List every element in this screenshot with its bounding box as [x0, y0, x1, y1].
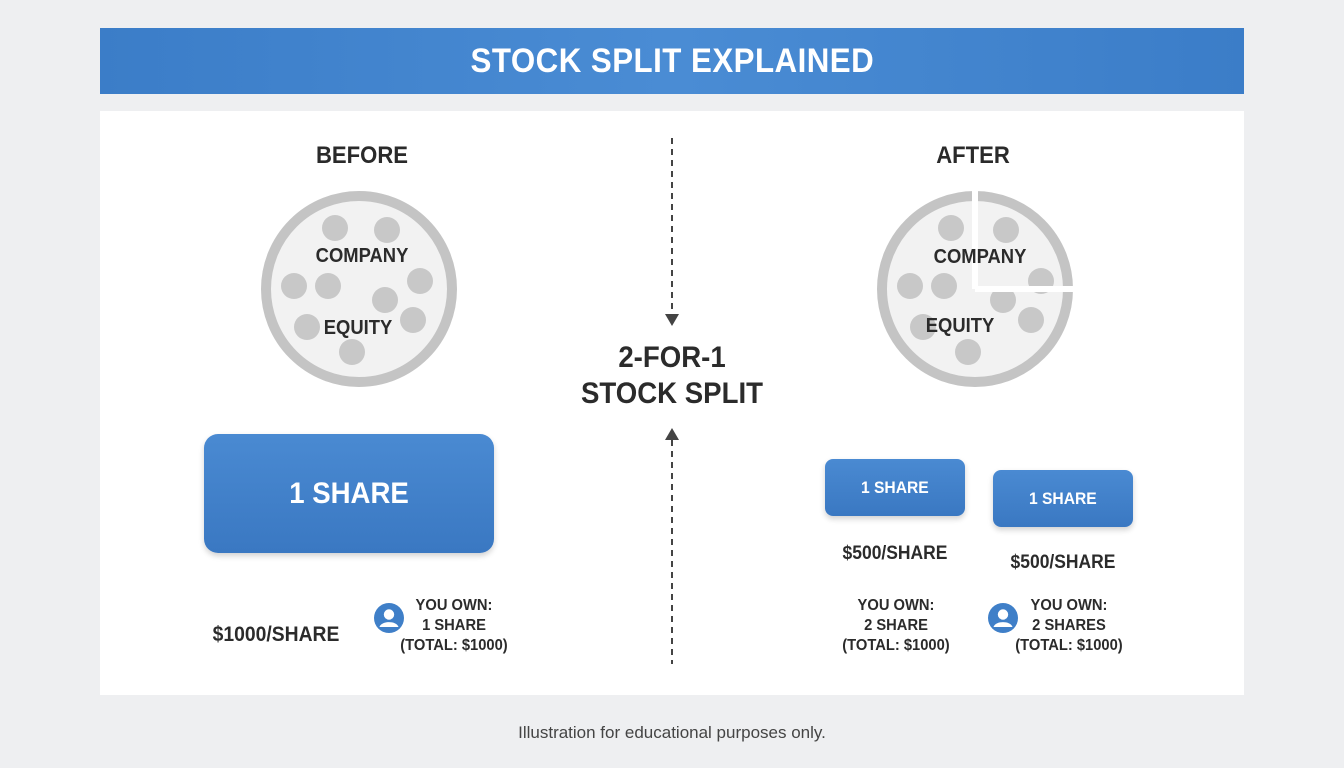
diagram-panel: BEFORE COMPANY EQUITY 1 SHARE $1000/SHAR… — [100, 111, 1244, 695]
after-share-box-2: 1 SHARE — [993, 470, 1133, 527]
after-ownership-1-line3: (TOTAL: $1000) — [842, 637, 950, 654]
after-ownership-1: YOU OWN: 2 SHARE (TOTAL: $1000) — [841, 596, 951, 656]
after-ownership-1-line1: YOU OWN: — [857, 597, 935, 614]
equity-dots — [897, 215, 1054, 365]
after-price-2: $500/SHARE — [1010, 552, 1116, 573]
after-ownership-2-line1: YOU OWN: — [1030, 597, 1108, 614]
split-label: 2-FOR-1 STOCK SPLIT — [578, 340, 766, 412]
before-ownership-line2: 1 SHARE — [422, 617, 486, 634]
after-price-1: $500/SHARE — [842, 543, 948, 564]
after-ownership-2: YOU OWN: 2 SHARES (TOTAL: $1000) — [1014, 596, 1124, 656]
before-share-label: 1 SHARE — [289, 476, 409, 510]
split-label-line1: 2-FOR-1 — [618, 341, 726, 374]
user-icon — [374, 603, 404, 633]
after-ownership-1-line2: 2 SHARE — [864, 617, 928, 634]
before-equity-pie — [261, 191, 457, 387]
before-share-box: 1 SHARE — [204, 434, 494, 553]
page-title: STOCK SPLIT EXPLAINED — [470, 41, 874, 80]
before-ownership-line3: (TOTAL: $1000) — [400, 637, 508, 654]
after-ownership-2-line2: 2 SHARES — [1032, 617, 1106, 634]
after-heading: AFTER — [936, 142, 1010, 169]
after-share-box-1: 1 SHARE — [825, 459, 965, 516]
arrow-down-icon — [665, 314, 679, 326]
footer-note: Illustration for educational purposes on… — [518, 723, 826, 742]
before-heading: BEFORE — [315, 142, 408, 169]
title-banner: STOCK SPLIT EXPLAINED — [100, 28, 1244, 94]
after-share-label-2: 1 SHARE — [1029, 488, 1097, 508]
split-label-line2: STOCK SPLIT — [581, 377, 763, 410]
before-ownership: YOU OWN: 1 SHARE (TOTAL: $1000) — [399, 596, 509, 656]
before-equity-label-company: COMPANY — [315, 245, 409, 267]
before-price: $1000/SHARE — [212, 623, 340, 646]
after-share-label-1: 1 SHARE — [861, 477, 929, 497]
after-equity-label-equity: EQUITY — [925, 315, 995, 337]
after-equity-label-company: COMPANY — [933, 246, 1027, 268]
after-equity-pie — [877, 188, 1078, 387]
after-ownership-2-line3: (TOTAL: $1000) — [1015, 637, 1123, 654]
split-divider — [665, 138, 679, 664]
user-icon — [988, 603, 1018, 633]
before-equity-label-equity: EQUITY — [323, 317, 393, 339]
arrow-up-icon — [665, 428, 679, 440]
equity-dots — [281, 215, 433, 365]
before-ownership-line1: YOU OWN: — [415, 597, 493, 614]
